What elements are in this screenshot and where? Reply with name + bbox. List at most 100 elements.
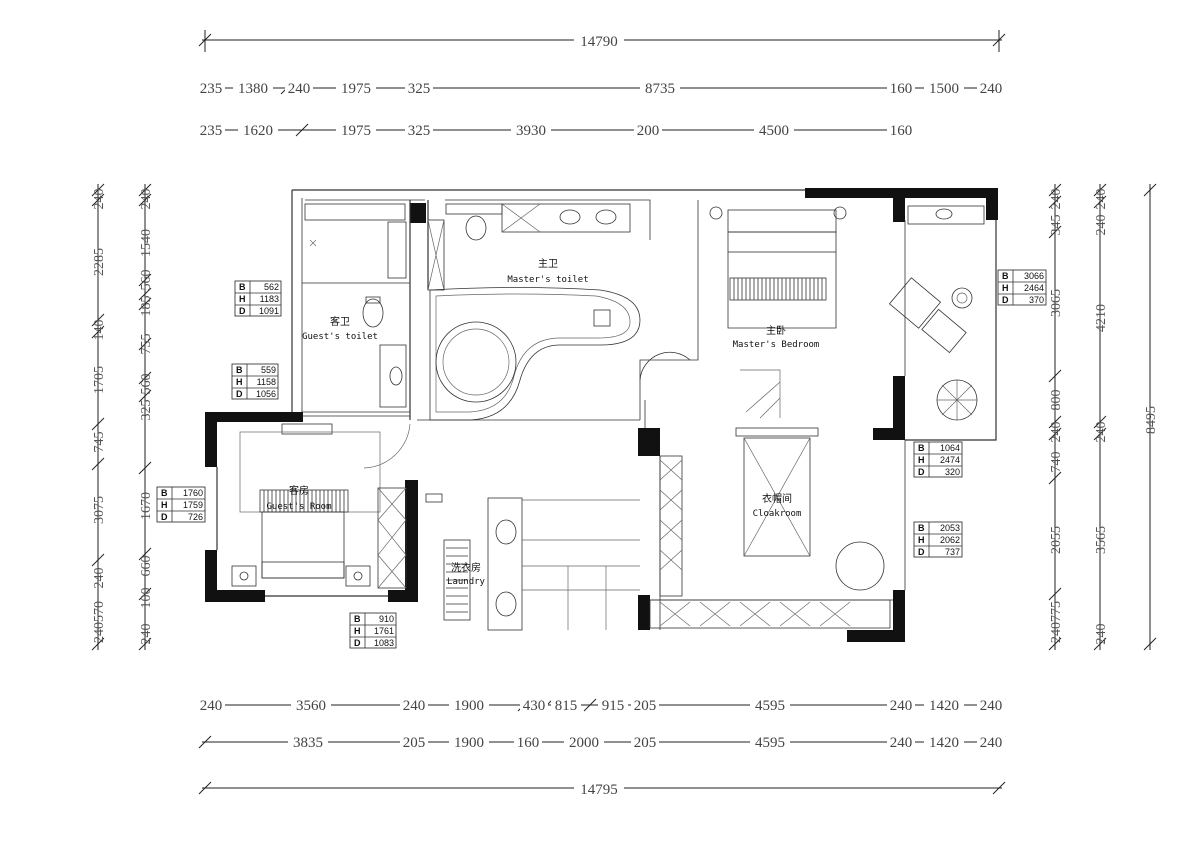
- left-col2-dim: 185: [139, 296, 154, 317]
- right-col2-dim: 240: [1094, 215, 1109, 236]
- bottom-row2-dim: 160: [517, 735, 540, 751]
- bottom-row1-dim: 240: [890, 698, 913, 714]
- right-col2-dim: 4210: [1094, 304, 1109, 332]
- bottom-row1-dim: 915: [602, 698, 625, 714]
- svg-text:1083: 1083: [374, 638, 394, 648]
- svg-text:3066: 3066: [1024, 271, 1044, 281]
- left-col2-dim: 755: [139, 334, 154, 355]
- right-dimensions: 240 345 3065 800 240 740 2055 240775 240…: [1048, 183, 1159, 651]
- svg-text:2062: 2062: [940, 535, 960, 545]
- svg-text:H: H: [239, 294, 246, 304]
- fixtures: [231, 203, 985, 631]
- svg-text:B: B: [161, 488, 168, 498]
- bottom-row2-dim: 205: [634, 735, 657, 751]
- bottom-row1-dim: 240: [403, 698, 426, 714]
- svg-text:1760: 1760: [183, 488, 203, 498]
- bottom-total-dim: 14795: [580, 782, 618, 798]
- bottom-dimensions: 240 3560 240 1900 430 815 915 205 4595 2…: [197, 697, 1006, 798]
- bhd-table-4: B H D 910 1761 1083: [349, 612, 397, 649]
- room-master-bedroom-cn: 主卧: [766, 324, 786, 337]
- svg-text:D: D: [918, 467, 925, 477]
- bottom-row1-dim: 240: [980, 698, 1003, 714]
- left-col2-dim: 240: [139, 189, 154, 210]
- bottom-row1-dim: 430: [523, 698, 546, 714]
- svg-text:H: H: [236, 377, 243, 387]
- top-total-dim: 14790: [580, 34, 618, 50]
- svg-text:562: 562: [264, 282, 279, 292]
- svg-text:1064: 1064: [940, 443, 960, 453]
- right-col1-dim: 345: [1049, 215, 1064, 236]
- room-cloakroom-cn: 衣帽间: [762, 492, 792, 505]
- top-row2-dim: 4500: [759, 123, 789, 139]
- svg-text:H: H: [354, 626, 361, 636]
- svg-text:2053: 2053: [940, 523, 960, 533]
- right-col2-dim: 3565: [1094, 526, 1109, 554]
- left-col1-dim: 2285: [92, 248, 107, 276]
- room-laundry-en: Laundry: [447, 577, 486, 587]
- right-total-dim: 8495: [1144, 406, 1159, 434]
- svg-text:370: 370: [1029, 295, 1044, 305]
- left-dimensions: 240 2285 140 1705 745 3075 240 240570 24…: [91, 183, 154, 651]
- bottom-row2-dim: 4595: [755, 735, 785, 751]
- room-master-bedroom-en: Master's Bedroom: [733, 340, 820, 350]
- svg-text:1158: 1158: [257, 377, 276, 387]
- bhd-table-1: B H D 562 1183 1091: [234, 280, 282, 317]
- room-master-toilet-cn: 主卫: [538, 258, 558, 270]
- svg-text:B: B: [918, 443, 925, 453]
- bottom-row2-dim: 3835: [293, 735, 323, 751]
- top-row1-dim: 325: [408, 81, 431, 97]
- bottom-row1-dim: 815: [555, 698, 578, 714]
- right-col2-dim: 240: [1094, 624, 1109, 645]
- right-col1-dim: 240: [1049, 189, 1064, 210]
- bottom-row1-dim: 205: [634, 698, 657, 714]
- bottom-row1-dim: 3560: [296, 698, 326, 714]
- room-guest-toilet-cn: 客卫: [330, 315, 350, 328]
- room-master-toilet-en: Master's toilet: [507, 275, 588, 285]
- left-col1-dim: 240570: [92, 601, 107, 643]
- top-row2-dim: 1975: [341, 123, 371, 139]
- svg-text:D: D: [239, 306, 246, 316]
- left-col1-dim: 1705: [92, 366, 107, 394]
- svg-text:B: B: [239, 282, 246, 292]
- room-labels: 客卫 Guest's toilet 主卫 Master's toilet 主卧 …: [266, 258, 819, 587]
- bottom-row1-dim: 1900: [454, 698, 484, 714]
- room-guest-room-cn: 客房: [289, 484, 309, 497]
- room-cloakroom-en: Cloakroom: [753, 509, 802, 519]
- bhd-table-2: B H D 559 1158 1056: [231, 363, 279, 400]
- bhd-table-5: B H D 3066 2464 370: [997, 269, 1047, 306]
- top-row1-dim: 160: [890, 81, 913, 97]
- right-col1-dim: 240: [1049, 422, 1064, 443]
- left-col2-dim: 325: [139, 400, 154, 421]
- bottom-row1-dim: 1420: [929, 698, 959, 714]
- left-col2-dim: 100: [139, 588, 154, 609]
- top-row2-dim: 325: [408, 123, 431, 139]
- left-col2-dim: 560: [139, 270, 154, 291]
- svg-text:1183: 1183: [260, 294, 279, 304]
- svg-text:2474: 2474: [940, 455, 960, 465]
- svg-text:1761: 1761: [374, 626, 394, 636]
- top-row1-dim: 240: [980, 81, 1003, 97]
- top-row2-dim: 235: [200, 123, 223, 139]
- right-col1-dim: 2055: [1049, 526, 1064, 554]
- svg-text:320: 320: [945, 467, 960, 477]
- svg-text:2464: 2464: [1024, 283, 1044, 293]
- left-col2-dim: 660: [139, 556, 154, 577]
- bottom-row2-dim: 205: [403, 735, 426, 751]
- bhd-table-7: B H D 2053 2062 737: [913, 521, 963, 558]
- top-row1-dim: 8735: [645, 81, 675, 97]
- room-guest-room-en: Guest's Room: [266, 502, 331, 512]
- svg-text:726: 726: [188, 512, 203, 522]
- top-row1-dim: 235: [200, 81, 223, 97]
- right-col1-dim: 740: [1049, 452, 1064, 473]
- svg-text:H: H: [918, 455, 925, 465]
- room-laundry-cn: 洗衣房: [451, 561, 481, 574]
- bottom-row2-dim: 1420: [929, 735, 959, 751]
- svg-text:H: H: [918, 535, 925, 545]
- svg-text:D: D: [918, 547, 925, 557]
- right-col2-dim: 240: [1094, 422, 1109, 443]
- svg-text:H: H: [161, 500, 168, 510]
- svg-text:559: 559: [261, 365, 276, 375]
- left-col2-dim: 240: [139, 624, 154, 645]
- top-row1-dim: 1975: [341, 81, 371, 97]
